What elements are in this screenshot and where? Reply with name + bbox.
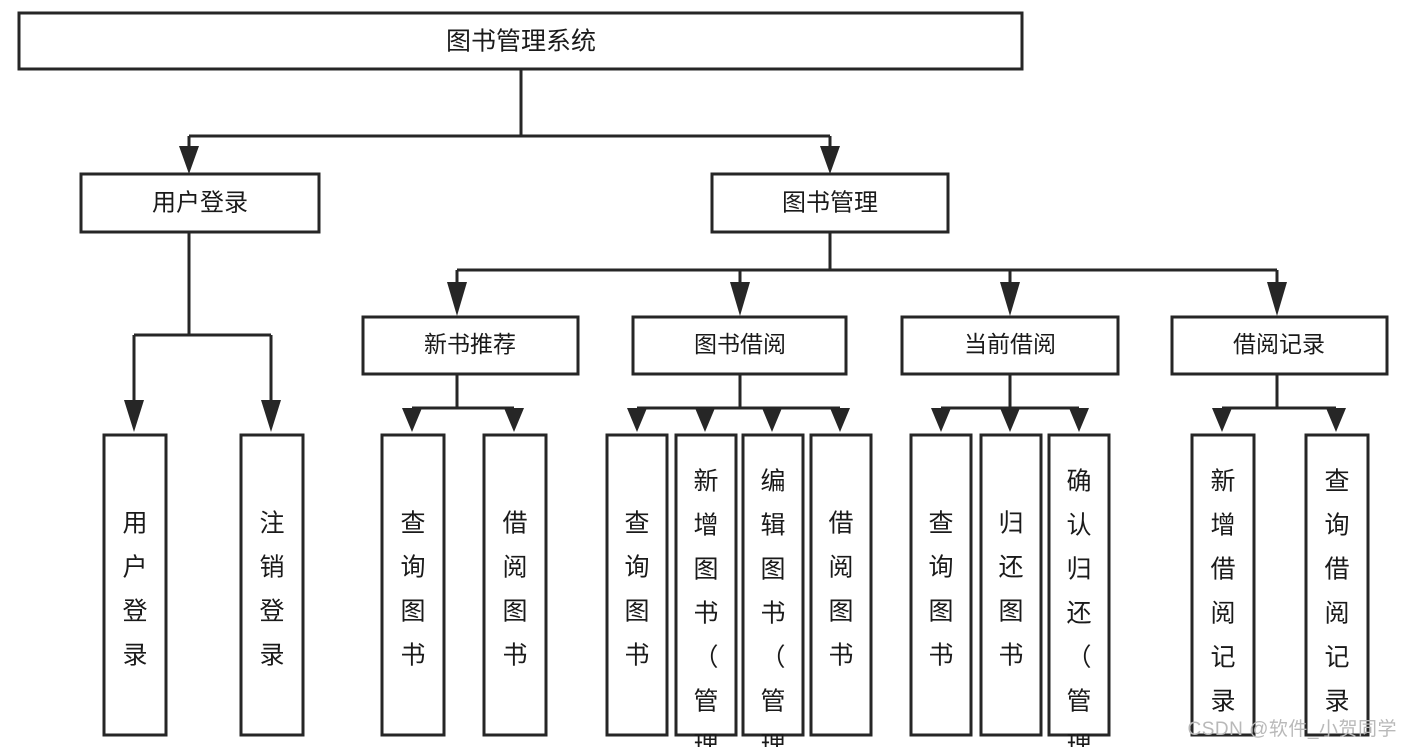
node-book-borrow[interactable]: 图书借阅 bbox=[631, 315, 848, 376]
leaf-node[interactable]: 归还图书 bbox=[979, 433, 1043, 737]
leaf-node[interactable]: 用户登录 bbox=[102, 433, 168, 737]
leaf-query-book-2-label: 查询图书 bbox=[624, 509, 649, 669]
leaf-node[interactable]: 查询图书 bbox=[605, 433, 669, 737]
leaf-borrow-book-1-label: 借阅图书 bbox=[502, 509, 527, 669]
leaf-node[interactable]: 查询图书 bbox=[909, 433, 973, 737]
arrow-currentborrow-leaf-1 bbox=[931, 408, 951, 432]
leaf-edit-book-label: 编辑图书（管理员） bbox=[760, 467, 785, 747]
leaf-node[interactable]: 确认归还（管理员） bbox=[1047, 433, 1111, 747]
node-book-borrow-box[interactable] bbox=[631, 315, 848, 376]
node-book-manage-box[interactable] bbox=[710, 172, 950, 234]
arrow-bookborrow-leaf-3 bbox=[762, 408, 782, 432]
leaf-user-login-label: 用户登录 bbox=[122, 509, 147, 669]
node-root[interactable]: 图书管理系统 bbox=[17, 11, 1024, 71]
leaf-query-record-box[interactable] bbox=[1304, 433, 1370, 737]
leaf-confirm-return-box[interactable] bbox=[1047, 433, 1111, 737]
node-root-label: 图书管理系统 bbox=[446, 28, 596, 56]
arrow-currentborrow-leaf-2 bbox=[1000, 408, 1020, 432]
leaf-query-book-3-label: 查询图书 bbox=[928, 509, 953, 669]
node-current-borrow-box[interactable] bbox=[900, 315, 1120, 376]
leaf-edit-book-box[interactable] bbox=[741, 433, 805, 737]
arrow-root-to-book-manage bbox=[820, 146, 840, 174]
arrow-bookmanage-to-currentborrow bbox=[1000, 282, 1020, 316]
arrow-bookborrow-leaf-4 bbox=[830, 408, 850, 432]
arrow-userlogin-leaf-1 bbox=[124, 400, 144, 432]
leaf-borrow-book-1-box[interactable] bbox=[482, 433, 548, 737]
leaf-return-book-label: 归还图书 bbox=[998, 509, 1023, 669]
leaf-add-record-label: 新增借阅记录 bbox=[1210, 467, 1235, 715]
arrow-bookborrow-leaf-1 bbox=[627, 408, 647, 432]
leaf-user-login-box[interactable] bbox=[102, 433, 168, 737]
node-book-borrow-label: 图书借阅 bbox=[694, 331, 786, 357]
leaf-add-book-label: 新增图书（管理员） bbox=[693, 467, 718, 747]
leaf-node[interactable]: 编辑图书（管理员） bbox=[741, 433, 805, 747]
node-root-box[interactable] bbox=[17, 11, 1024, 71]
node-current-borrow-label: 当前借阅 bbox=[964, 331, 1056, 357]
leaf-node[interactable]: 借阅图书 bbox=[809, 433, 873, 737]
leaf-borrow-book-2-box[interactable] bbox=[809, 433, 873, 737]
leaf-node[interactable]: 新增借阅记录 bbox=[1190, 433, 1256, 737]
leaf-node[interactable]: 注销登录 bbox=[239, 433, 305, 737]
leaf-query-record-label: 查询借阅记录 bbox=[1324, 467, 1349, 715]
node-new-book-rec[interactable]: 新书推荐 bbox=[361, 315, 580, 376]
arrow-borrowrecord-leaf-2 bbox=[1326, 408, 1346, 432]
node-user-login[interactable]: 用户登录 bbox=[79, 172, 321, 234]
leaf-return-book-box[interactable] bbox=[979, 433, 1043, 737]
node-current-borrow[interactable]: 当前借阅 bbox=[900, 315, 1120, 376]
leaf-node[interactable]: 新增图书（管理员） bbox=[674, 433, 738, 747]
arrow-currentborrow-leaf-3 bbox=[1069, 408, 1089, 432]
arrow-bookmanage-to-bookborrow bbox=[730, 282, 750, 316]
leaf-node[interactable]: 借阅图书 bbox=[482, 433, 548, 737]
leaf-query-book-3-box[interactable] bbox=[909, 433, 973, 737]
arrow-bookmanage-to-borrowrecord bbox=[1267, 282, 1287, 316]
arrow-root-to-user-login bbox=[179, 146, 199, 174]
leaf-logout-box[interactable] bbox=[239, 433, 305, 737]
node-book-manage-label: 图书管理 bbox=[782, 189, 878, 216]
node-borrow-record[interactable]: 借阅记录 bbox=[1170, 315, 1389, 376]
node-borrow-record-box[interactable] bbox=[1170, 315, 1389, 376]
leaf-logout-label: 注销登录 bbox=[259, 509, 284, 669]
leaf-node[interactable]: 查询图书 bbox=[380, 433, 446, 737]
arrow-newbook-leaf-2 bbox=[504, 408, 524, 432]
leaf-query-book-1-label: 查询图书 bbox=[400, 509, 425, 669]
arrow-userlogin-leaf-2 bbox=[261, 400, 281, 432]
leaf-node[interactable]: 查询借阅记录 bbox=[1304, 433, 1370, 737]
node-borrow-record-label: 借阅记录 bbox=[1233, 331, 1325, 357]
node-new-book-rec-label: 新书推荐 bbox=[424, 331, 516, 357]
leaf-borrow-book-2-label: 借阅图书 bbox=[828, 509, 853, 669]
leaf-add-record-box[interactable] bbox=[1190, 433, 1256, 737]
arrow-bookborrow-leaf-2 bbox=[695, 408, 715, 432]
leaf-query-book-1-box[interactable] bbox=[380, 433, 446, 737]
node-book-manage[interactable]: 图书管理 bbox=[710, 172, 950, 234]
arrow-borrowrecord-leaf-1 bbox=[1212, 408, 1232, 432]
csdn-watermark: CSDN @软件_小贺同学 bbox=[1187, 719, 1397, 740]
node-user-login-label: 用户登录 bbox=[152, 189, 248, 216]
node-new-book-rec-box[interactable] bbox=[361, 315, 580, 376]
connector-group bbox=[124, 69, 1346, 432]
node-user-login-box[interactable] bbox=[79, 172, 321, 234]
arrow-newbook-leaf-1 bbox=[402, 408, 422, 432]
leaf-query-book-2-box[interactable] bbox=[605, 433, 669, 737]
leaf-add-book-box[interactable] bbox=[674, 433, 738, 737]
arrow-bookmanage-to-newbook bbox=[447, 282, 467, 316]
leaf-confirm-return-label: 确认归还（管理员） bbox=[1066, 467, 1091, 747]
